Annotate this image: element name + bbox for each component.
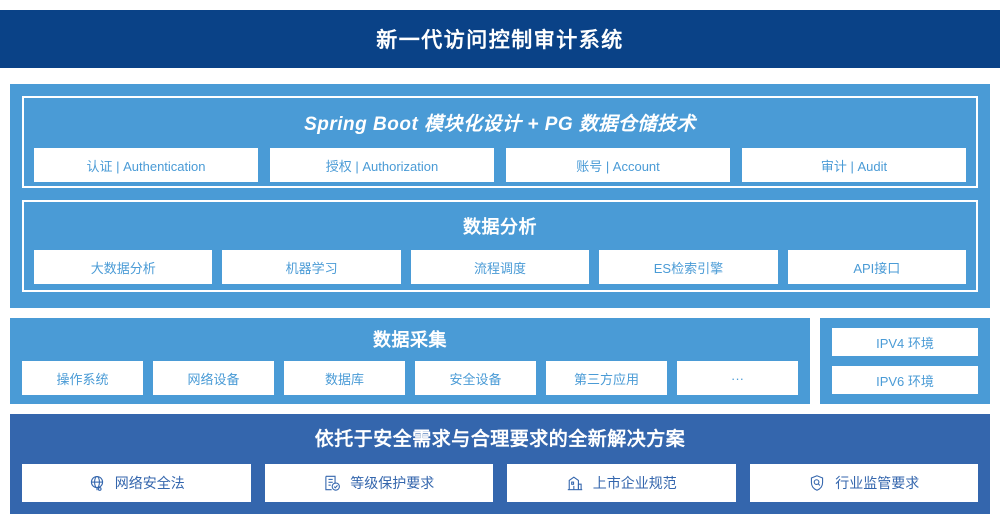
platform-section-title: Spring Boot 模块化设计 + PG 数据仓储技术 [304, 114, 696, 135]
analysis-card-machine-learning[interactable]: 机器学习 [222, 250, 401, 284]
document-check-icon [323, 474, 341, 492]
platform-card-authorization[interactable]: 授权 | Authorization [270, 148, 494, 182]
compliance-card-row: 网络安全法 等级保护要求 [22, 464, 978, 502]
compliance-card-label: 网络安全法 [114, 475, 185, 491]
analysis-card-bigdata[interactable]: 大数据分析 [34, 250, 213, 284]
platform-section: Spring Boot 模块化设计 + PG 数据仓储技术 认证 | Authe… [22, 96, 978, 188]
analysis-card-row: 大数据分析 机器学习 流程调度 ES检索引擎 API接口 [34, 250, 967, 284]
page-title-bar: 新一代访问控制审计系统 [0, 10, 1000, 68]
collection-card-row: 操作系统 网络设备 数据库 安全设备 第三方应用 ··· [22, 361, 798, 395]
collection-card-more[interactable]: ··· [677, 361, 798, 395]
compliance-card-label: 等级保护要求 [350, 475, 435, 491]
environment-section: IPV4 环境 IPV6 环境 [820, 318, 990, 404]
architecture-top-panel: Spring Boot 模块化设计 + PG 数据仓储技术 认证 | Authe… [10, 84, 990, 308]
compliance-card-label: 行业监管要求 [835, 475, 920, 491]
collection-section: 数据采集 操作系统 网络设备 数据库 安全设备 第三方应用 ··· [10, 318, 810, 404]
analysis-section: 数据分析 大数据分析 机器学习 流程调度 ES检索引擎 API接口 [22, 200, 978, 292]
environment-card-ipv6[interactable]: IPV6 环境 [832, 366, 978, 394]
analysis-card-api[interactable]: API接口 [787, 250, 967, 284]
analysis-section-title: 数据分析 [463, 217, 537, 237]
platform-card-row: 认证 | Authentication 授权 | Authorization 账… [34, 148, 966, 182]
compliance-section: 依托于安全需求与合理要求的全新解决方案 网络安全法 [10, 414, 990, 514]
collection-card-security-device[interactable]: 安全设备 [415, 361, 536, 395]
platform-card-account[interactable]: 账号 | Account [506, 148, 730, 182]
collection-card-database[interactable]: 数据库 [284, 361, 405, 395]
compliance-card-listed-enterprise[interactable]: 上市企业规范 [507, 464, 736, 502]
compliance-card-industry-supervision[interactable]: 行业监管要求 [749, 464, 978, 502]
compliance-card-classified-protection[interactable]: 等级保护要求 [264, 464, 493, 502]
analysis-card-process-scheduling[interactable]: 流程调度 [410, 250, 590, 284]
environment-card-ipv4[interactable]: IPV4 环境 [832, 328, 978, 356]
collection-section-title: 数据采集 [373, 330, 447, 350]
shield-search-icon [808, 474, 826, 492]
page-title: 新一代访问控制审计系统 [376, 29, 624, 52]
platform-card-audit[interactable]: 审计 | Audit [742, 148, 966, 182]
collection-card-network-device[interactable]: 网络设备 [153, 361, 274, 395]
analysis-card-es-search-engine[interactable]: ES检索引擎 [599, 250, 778, 284]
globe-icon [88, 474, 106, 492]
compliance-card-label: 上市企业规范 [592, 475, 677, 491]
compliance-card-cybersecurity-law[interactable]: 网络安全法 [22, 464, 251, 502]
compliance-section-title: 依托于安全需求与合理要求的全新解决方案 [314, 429, 686, 450]
bank-building-icon [566, 474, 584, 492]
platform-card-authentication[interactable]: 认证 | Authentication [34, 148, 258, 182]
collection-card-operating-system[interactable]: 操作系统 [22, 361, 143, 395]
collection-card-third-party-app[interactable]: 第三方应用 [546, 361, 667, 395]
